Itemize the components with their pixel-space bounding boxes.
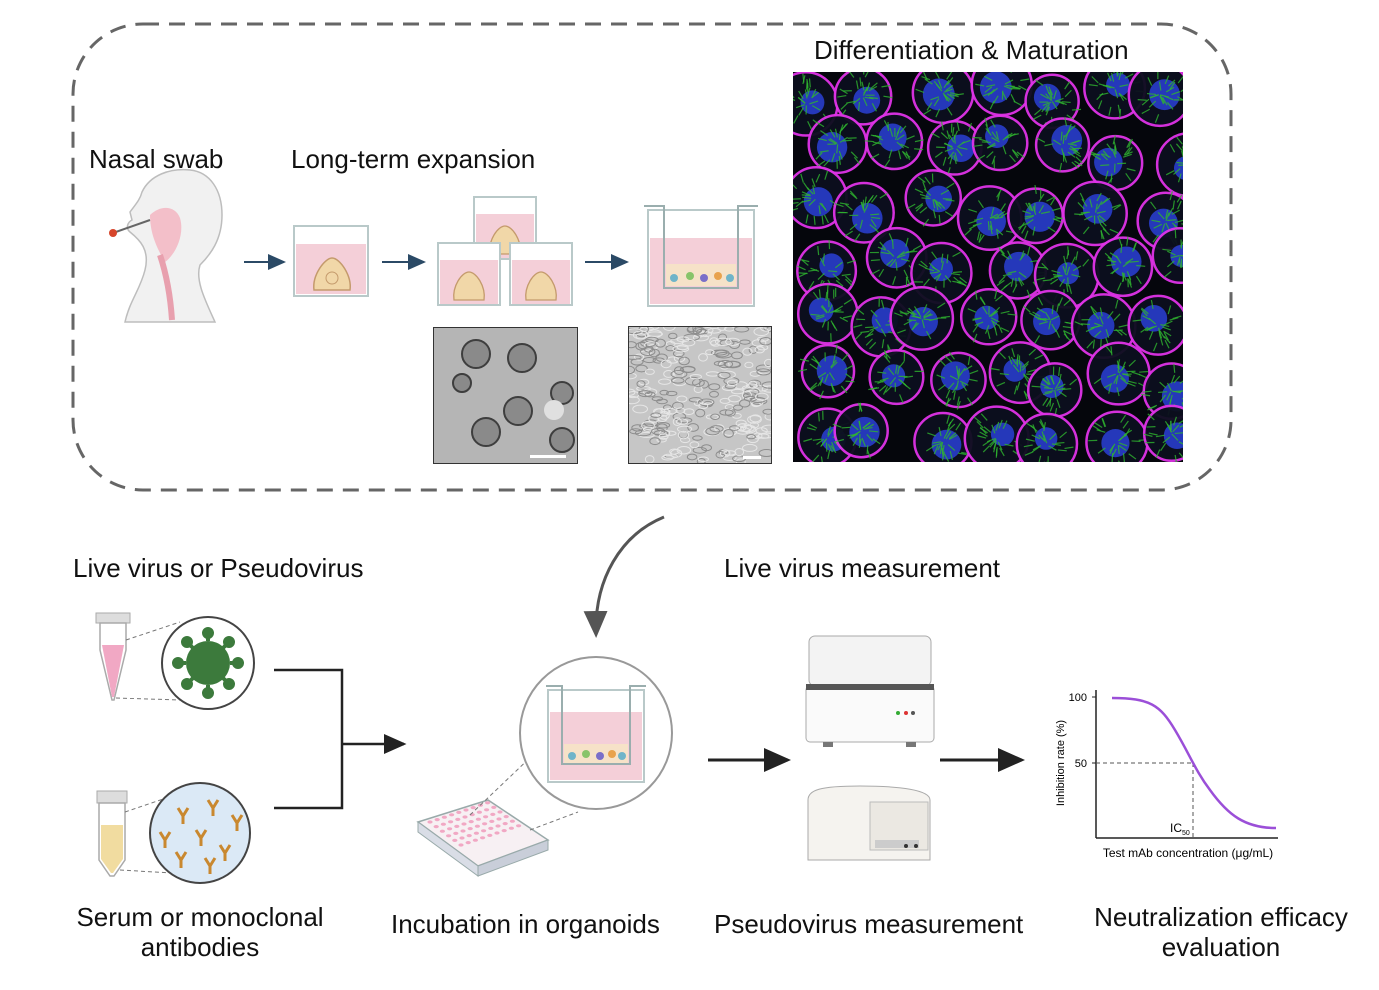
expansion-label: Long-term expansion [291, 144, 536, 174]
live-virus-instrument-icon [805, 635, 935, 747]
tube-pink-icon [95, 612, 131, 701]
neutralization-label: Neutralization efficacy evaluation [1094, 902, 1348, 962]
curved-arrow [583, 515, 665, 638]
antibody-icon [149, 782, 251, 884]
stacked-wells-icon [437, 196, 573, 306]
transwell-icon [644, 205, 758, 307]
organoid-micrograph [433, 327, 578, 464]
culture-well-icon [293, 225, 369, 297]
magnified-transwell-icon [519, 656, 673, 810]
inhibition-chart: 100 50 IC50 Inhibition rate (%) Test mAb… [1055, 690, 1278, 860]
dashed-border [71, 22, 1233, 492]
inhibition-curve [1111, 696, 1277, 830]
x-axis-label: Test mAb concentration (μg/mL) [1103, 846, 1273, 860]
ytick-50: 50 [1075, 758, 1087, 770]
live-measure-label: Live virus measurement [724, 553, 1000, 583]
virus-icon [161, 616, 255, 710]
head-profile-icon [109, 168, 223, 323]
monolayer-micrograph [628, 326, 772, 464]
ic50-label: IC50 [1170, 821, 1190, 837]
tube-yellow-icon [96, 790, 128, 877]
antibodies-label: Serum or monoclonal antibodies [76, 902, 324, 962]
virus-label: Live virus or Pseudovirus [73, 553, 364, 583]
pseudovirus-instrument-icon [807, 785, 931, 861]
differentiation-label: Differentiation & Maturation [814, 35, 1129, 65]
pseudo-measure-label: Pseudovirus measurement [714, 909, 1024, 939]
nasal-swab-label: Nasal swab [89, 144, 224, 174]
incubation-label: Incubation in organoids [391, 909, 660, 939]
y-axis-label: Inhibition rate (%) [1055, 720, 1067, 806]
merge-bracket [274, 668, 344, 810]
well-plate-icon [416, 799, 550, 877]
immunofluorescence-image [793, 72, 1183, 462]
ytick-100: 100 [1069, 692, 1087, 704]
